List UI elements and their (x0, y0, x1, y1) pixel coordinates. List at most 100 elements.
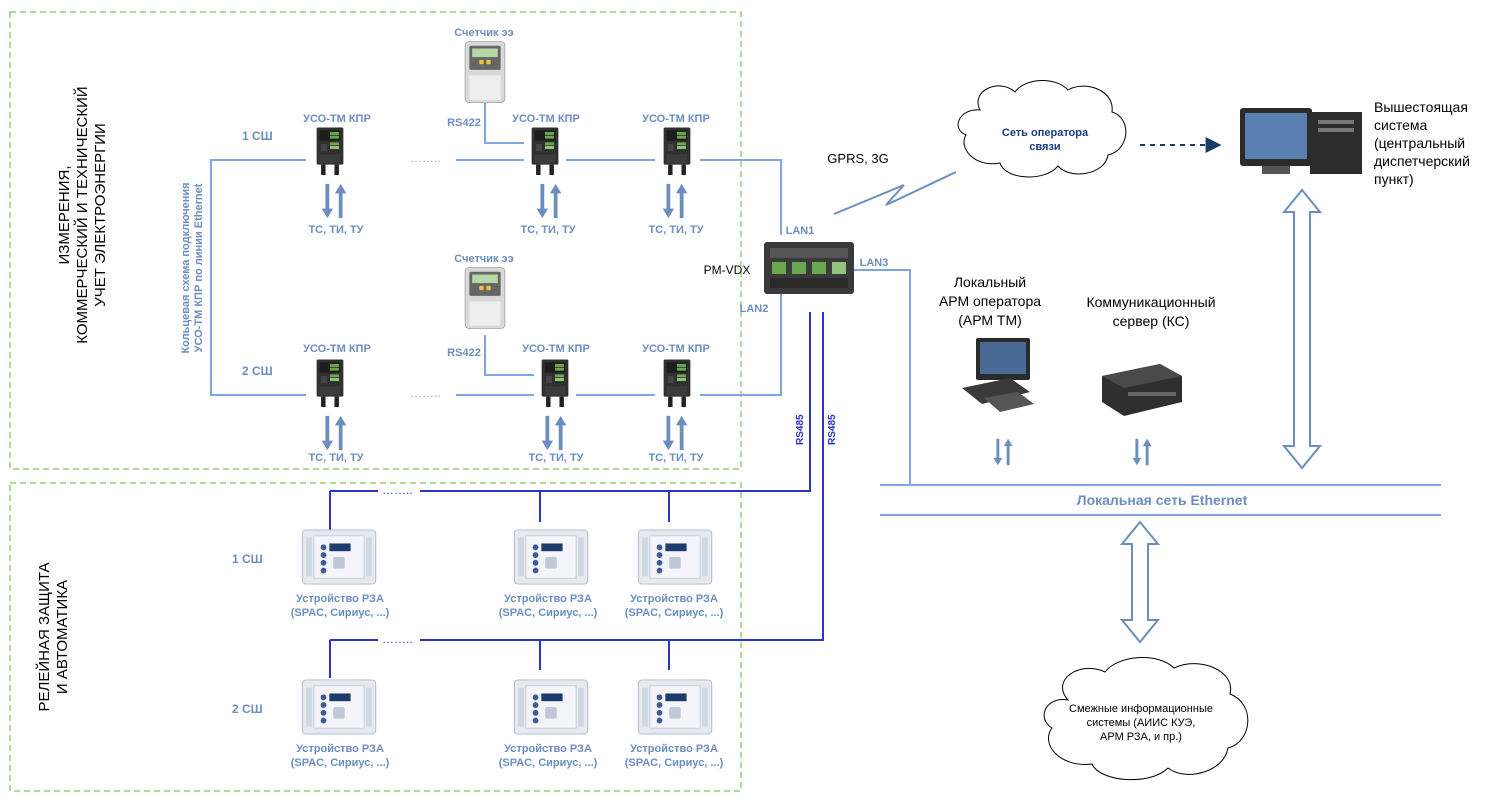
uso-device (663, 359, 691, 408)
rza-label: Устройство РЗА (296, 743, 384, 755)
ring-ethernet-lines (210, 103, 911, 485)
operator-cloud (957, 79, 1127, 178)
server-label: Коммуникационный (1086, 294, 1215, 310)
svg-text:……..: …….. (410, 386, 441, 400)
upper-system-label: (центральный (1374, 135, 1465, 151)
meter-label-1: Счетчик ээ (454, 27, 513, 39)
rza-label: Устройство РЗА (504, 743, 592, 755)
lan3-label: LAN3 (860, 257, 889, 269)
pm-vdx-device (764, 242, 854, 294)
signals-label: ТС, ТИ, ТУ (308, 224, 363, 236)
upper-system-double-arrow (1281, 188, 1323, 470)
uso-device (663, 127, 691, 176)
uso-label: УСО-ТМ КПР (303, 343, 371, 355)
comm-server-icon (1102, 364, 1182, 416)
bus-label-rza-2: 2 СШ (232, 702, 263, 716)
rs485-dots: …….. (382, 632, 413, 646)
server-label: сервер (КС) (1113, 313, 1190, 329)
energy-meter-2 (464, 266, 506, 330)
adjacent-systems-label: Смежные информационные (1069, 703, 1213, 715)
arm-link-arrows-icon (993, 439, 1012, 465)
svg-text:Кольцевая схема подключения: Кольцевая схема подключения (180, 182, 192, 353)
rza-label: Устройство РЗА (504, 593, 592, 605)
uso-device (316, 127, 344, 176)
signals-label: ТС, ТИ, ТУ (308, 452, 363, 464)
uso-label: УСО-ТМ КПР (642, 343, 710, 355)
rs485-dots: …….. (382, 483, 413, 497)
rza-label: (SPAC, Сириус, ...) (625, 757, 724, 769)
bus-label-2: 2 СШ (242, 364, 273, 378)
uso-label: УСО-ТМ КПР (303, 113, 371, 125)
svg-text:ИЗМЕРЕНИЯ,: ИЗМЕРЕНИЯ, (56, 166, 73, 265)
arm-label: АРМ оператора (939, 293, 1041, 309)
operator-cloud-label: связи (1029, 141, 1060, 153)
svg-text:……..: …….. (410, 151, 441, 165)
pm-vdx-label: PM-VDX (704, 263, 751, 277)
rza-device (637, 679, 713, 735)
rs485-label: RS485 (827, 414, 838, 445)
rza-label: (SPAC, Сириус, ...) (499, 607, 598, 619)
rza-label: (SPAC, Сириус, ...) (291, 757, 390, 769)
adjacent-systems-cloud (1043, 657, 1249, 781)
svg-text:УЧЕТ ЭЛЕКТРОЭНЕРГИИ: УЧЕТ ЭЛЕКТРОЭНЕРГИИ (92, 123, 109, 307)
rza-device (513, 529, 589, 585)
upper-system-label: система (1374, 117, 1427, 133)
uso-label: УСО-ТМ КПР (522, 343, 590, 355)
uso-device (541, 359, 569, 408)
signals-label: ТС, ТИ, ТУ (528, 452, 583, 464)
metering-zone-title: ИЗМЕРЕНИЯ, КОММЕРЧЕСКИЙ И ТЕХНИЧЕСКИЙ УЧ… (56, 86, 109, 343)
lan1-label: LAN1 (786, 225, 815, 237)
upper-system-label: Вышестоящая (1374, 99, 1468, 115)
relay-zone-title: РЕЛЕЙНАЯ ЗАЩИТА И АВТОМАТИКА (35, 562, 71, 711)
rza-device (513, 679, 589, 735)
rs422-label-1: RS422 (447, 117, 481, 129)
metering-zone (9, 11, 742, 470)
rza-device (301, 529, 377, 585)
adjacent-systems-label: АРМ РЗА, и пр.) (1100, 731, 1182, 743)
signal-arrows-icon (537, 184, 562, 218)
lan2-label: LAN2 (740, 303, 769, 315)
uso-device (316, 359, 344, 408)
uso-device (531, 127, 559, 176)
adjacent-double-arrow (1119, 520, 1161, 644)
meter-label-2: Счетчик ээ (454, 253, 513, 265)
svg-text:КОММЕРЧЕСКИЙ И ТЕХНИЧЕСКИЙ: КОММЕРЧЕСКИЙ И ТЕХНИЧЕСКИЙ (73, 86, 91, 343)
svg-text:УСО-ТМ КПР по линии Ethernet: УСО-ТМ КПР по линии Ethernet (193, 183, 205, 352)
upper-system-label: диспетчерский (1374, 153, 1470, 169)
ring-dots: …….. …….. (410, 151, 441, 400)
rza-label: Устройство РЗА (630, 743, 718, 755)
signal-arrows-icon (322, 184, 347, 218)
bus-label-1: 1 СШ (242, 129, 273, 143)
signal-arrows-icon (322, 416, 347, 450)
rs422-label-2: RS422 (447, 347, 481, 359)
rza-label: Устройство РЗА (630, 593, 718, 605)
rza-label: (SPAC, Сириус, ...) (291, 607, 390, 619)
gprs-link (833, 171, 957, 215)
signal-arrows-icon (663, 416, 688, 450)
rs485-lines (329, 312, 824, 678)
arm-label: (АРМ ТМ) (958, 312, 1022, 328)
signal-arrows-icon (542, 416, 567, 450)
arm-label: Локальный (954, 274, 1026, 290)
server-link-arrows-icon (1132, 439, 1151, 465)
signals-label: ТС, ТИ, ТУ (520, 224, 575, 236)
adjacent-systems-label: системы (АИИС КУЭ, (1087, 717, 1196, 729)
rza-label: Устройство РЗА (296, 593, 384, 605)
rza-label: (SPAC, Сириус, ...) (499, 757, 598, 769)
relay-zone (9, 482, 742, 792)
upper-system-label: пункт) (1374, 171, 1414, 187)
signals-label: ТС, ТИ, ТУ (648, 452, 703, 464)
svg-text:РЕЛЕЙНАЯ ЗАЩИТА: РЕЛЕЙНАЯ ЗАЩИТА (35, 562, 53, 711)
gprs-label: GPRS, 3G (827, 151, 888, 166)
signals-label: ТС, ТИ, ТУ (648, 224, 703, 236)
signal-arrows-icon (663, 184, 688, 218)
lan-label: Локальная сеть Ethernet (1077, 492, 1248, 508)
rs485-label: RS485 (795, 414, 806, 445)
ring-note: Кольцевая схема подключения УСО-ТМ КПР п… (180, 182, 205, 353)
uso-label: УСО-ТМ КПР (512, 113, 580, 125)
uso-label: УСО-ТМ КПР (642, 113, 710, 125)
upper-system-computer-icon (1240, 108, 1362, 174)
bus-label-rza-1: 1 СШ (232, 552, 263, 566)
rza-device (637, 529, 713, 585)
